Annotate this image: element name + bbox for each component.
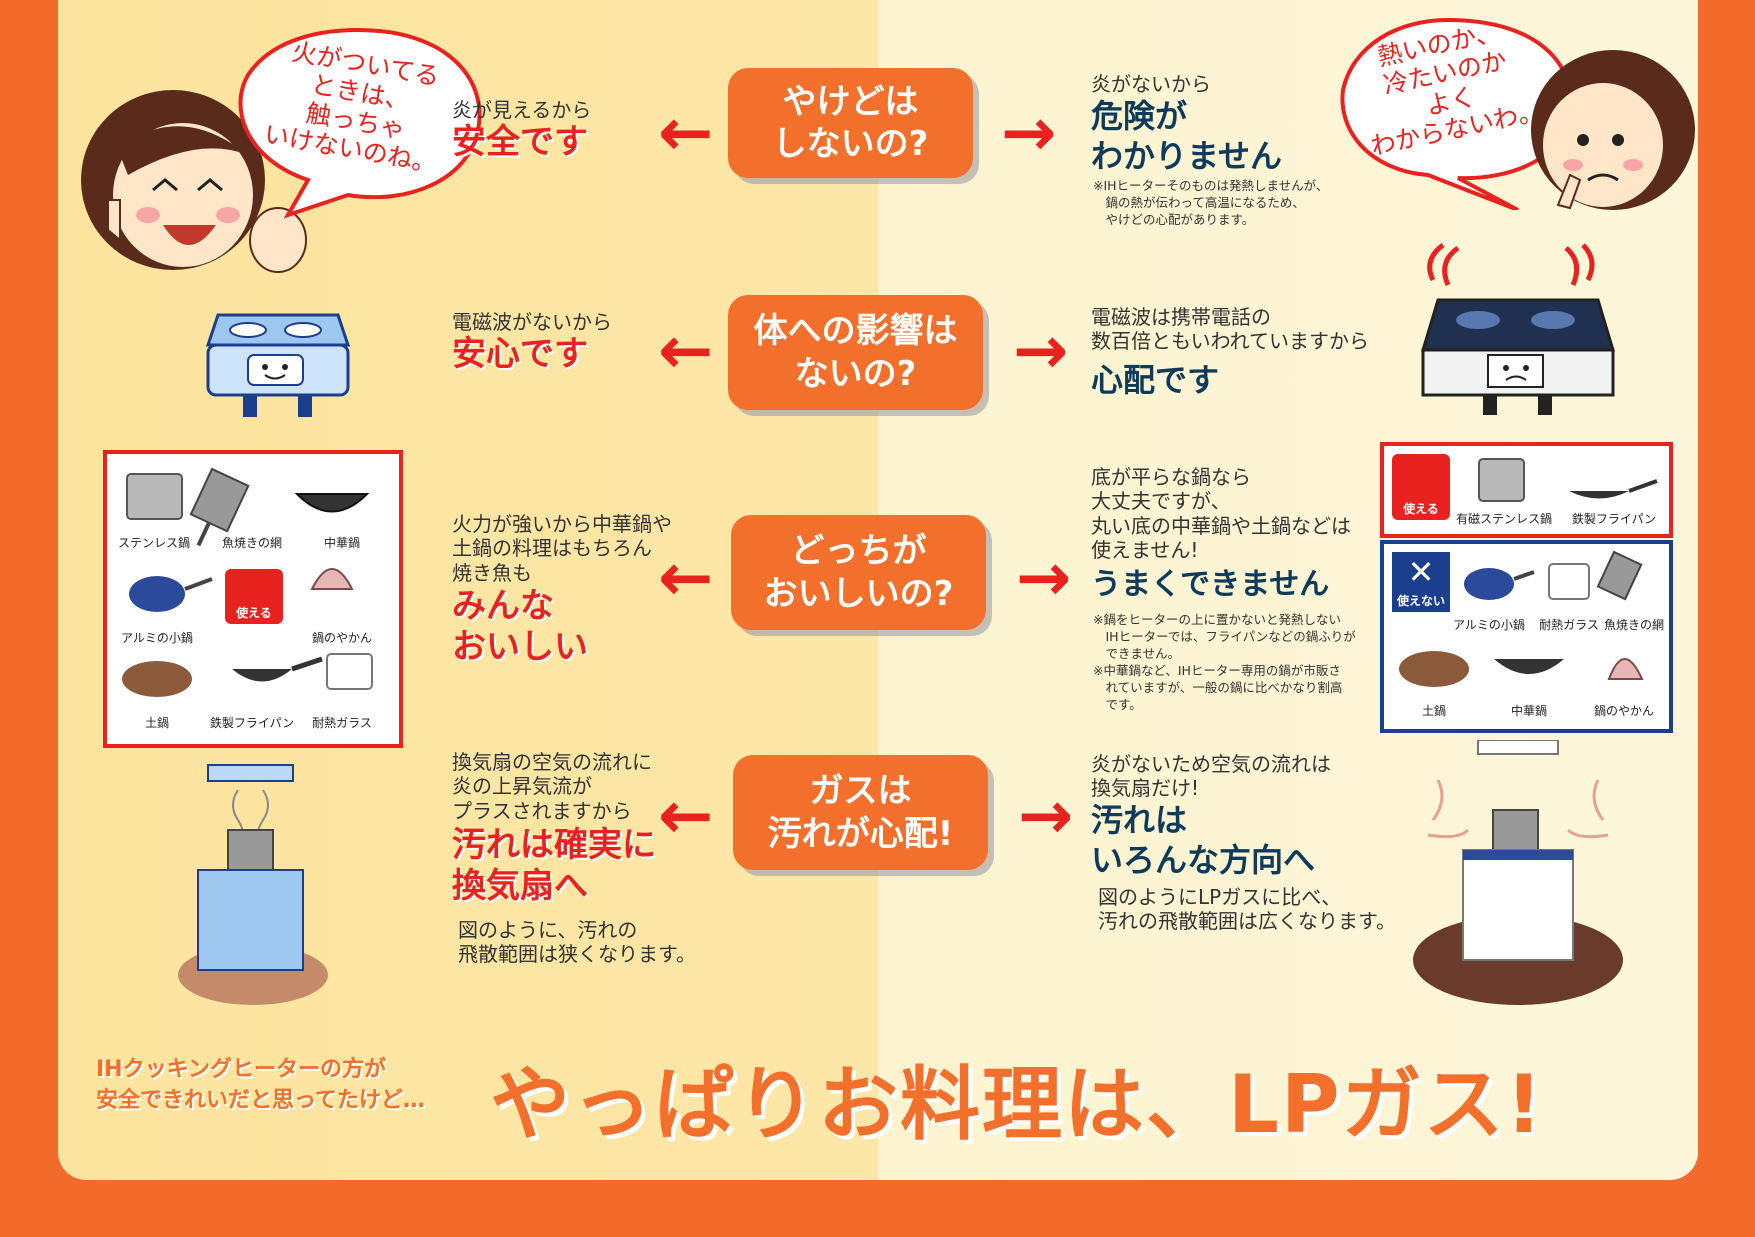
pot-caption: 耐熱ガラス <box>312 716 372 730</box>
ih-taste-headline: うまくできません <box>1091 567 1330 602</box>
pot-caption: 鉄製フライパン <box>209 716 295 730</box>
pot-caption: 魚焼きの網 <box>1603 618 1664 632</box>
arrow-left-1: ← <box>658 94 714 171</box>
speech-bubble-right <box>1340 17 1573 210</box>
gas-usable-pots-box: 使える ステンレス鍋 魚焼きの網 中華鍋 アルミの小鍋 鍋のやかん 土鍋 鉄製フ… <box>103 450 403 748</box>
ih-dirt-detail: 図のようにLPガスに比べ、 汚れの飛散範囲は広くなります。 <box>1098 885 1396 934</box>
ih-dirt-lead: 炎がないため空気の流れは 換気扇だけ! <box>1091 752 1331 801</box>
pot-caption: 有磁ステンレス鍋 <box>1455 512 1552 526</box>
flyer-panel: 火がついてる ときは、 触っちゃ いけないのね。 熱いのか、 冷たいのか よく … <box>58 0 1698 1180</box>
ih-usable-pot-icons <box>1478 458 1658 502</box>
pot-caption: 中華鍋 <box>1510 704 1547 718</box>
footer-lead: IHクッキングヒーターの方が 安全できれいだと思ってたけど… <box>96 1057 425 1113</box>
pot-caption: 中華鍋 <box>323 536 360 550</box>
usable-badge-text: 使える <box>1403 502 1439 516</box>
usable-badge-text: 使える <box>236 606 272 620</box>
gas-taste-lead: 火力が強いから中華鍋や 土鍋の料理はもちろん 焼き魚も <box>452 512 672 585</box>
question-taste: どっちが おいしいの? <box>731 515 986 630</box>
gas-burn-headline: 安全です <box>452 122 588 162</box>
gas-health-headline: 安心です <box>452 334 588 374</box>
ih-usable-badge: 使える <box>1392 454 1450 520</box>
gas-usable-badge: 使える <box>225 569 283 624</box>
arrow-left-3: ← <box>658 539 714 616</box>
pot-caption: アルミの小鍋 <box>121 631 193 645</box>
ih-usable-pots-box: 使える 有磁ステンレス鍋 鉄製フライパン <box>1380 442 1673 538</box>
pot-caption: ステンレス鍋 <box>117 536 190 550</box>
gas-dirt-headline: 汚れは確実に 換気扇へ <box>452 825 656 906</box>
ih-taste-lead: 底が平らな鍋なら 大丈夫ですが、 丸い底の中華鍋や土鍋などは 使えません! <box>1091 465 1351 563</box>
pot-caption: 鍋のやかん <box>311 631 372 645</box>
worried-woman-illustration <box>1531 50 1695 210</box>
gas-dirt-detail: 図のように、汚れの 飛散範囲は狭くなります。 <box>458 918 696 967</box>
arrow-left-4: ← <box>658 777 714 854</box>
pot-grid-icons <box>122 467 373 697</box>
gas-taste-headline: みんな おいしい <box>452 586 588 667</box>
ih-ventilation-illustration <box>1413 740 1623 1005</box>
arrow-right-3: → <box>1016 539 1072 616</box>
pot-caption: 耐熱ガラス <box>1539 618 1599 632</box>
pot-caption: 鍋のやかん <box>1593 704 1654 718</box>
question-health: 体への影響は ないの? <box>728 295 983 410</box>
unusable-badge-text: 使えない <box>1396 594 1445 608</box>
gas-stove-mascot <box>205 313 351 417</box>
pot-caption: 土鍋 <box>144 716 169 730</box>
gas-burn-lead: 炎が見えるから <box>452 98 592 122</box>
ih-taste-note-1: ※鍋をヒーターの上に置かないと発熱しない IHヒーターでは、フライパンなどの鍋ふ… <box>1093 612 1356 661</box>
question-dirt: ガスは 汚れが心配! <box>733 755 988 870</box>
smiling-woman-illustration <box>81 90 307 273</box>
pot-caption: アルミの小鍋 <box>1453 618 1525 632</box>
gas-dirt-lead: 換気扇の空気の流れに 炎の上昇気流が プラスされますから <box>452 750 652 823</box>
speech-bubble-left <box>238 27 482 219</box>
question-burn: やけどは しないの? <box>728 68 973 178</box>
ih-dirt-headline: 汚れは いろんな方向へ <box>1091 801 1316 879</box>
ih-unusable-pot-icons <box>1399 550 1644 687</box>
x-mark-icon: ✕ <box>1407 553 1435 591</box>
ih-heater-mascot <box>1420 243 1616 415</box>
gas-ventilation-illustration <box>178 764 328 1005</box>
arrow-right-1: → <box>1001 94 1057 171</box>
pot-caption: 土鍋 <box>1421 704 1446 718</box>
ih-health-lead: 電磁波は携帯電話の 数百倍ともいわれていますから <box>1091 305 1369 354</box>
arrow-right-2: → <box>1013 312 1069 389</box>
ih-unusable-badge: ✕ 使えない <box>1392 552 1450 612</box>
ih-health-headline: 心配です <box>1091 361 1220 399</box>
arrow-left-2: ← <box>658 312 714 389</box>
pot-caption: 鉄製フライパン <box>1571 512 1657 526</box>
footer-slogan: やっぱりお料理は、LPガス! <box>490 1058 1545 1151</box>
ih-burn-headline: 危険が わかりません <box>1091 97 1283 175</box>
arrow-right-4: → <box>1018 777 1074 854</box>
ih-unusable-pots-box: ✕ 使えない アルミの小鍋 耐熱ガラス 魚焼きの網 土鍋 中華鍋 鍋のやかん <box>1380 540 1673 733</box>
ih-taste-note-2: ※中華鍋など、IHヒーター専用の鍋が市販さ れていますが、一般の鍋に比べかなり割… <box>1093 663 1343 712</box>
ih-burn-lead: 炎がないから <box>1091 72 1211 96</box>
gas-health-lead: 電磁波がないから <box>452 310 612 334</box>
pot-caption: 魚焼きの網 <box>221 536 282 550</box>
ih-burn-note: ※IHヒーターそのものは発熱しませんが、 鍋の熱が伝わって高温になるため、 やけ… <box>1093 178 1329 227</box>
